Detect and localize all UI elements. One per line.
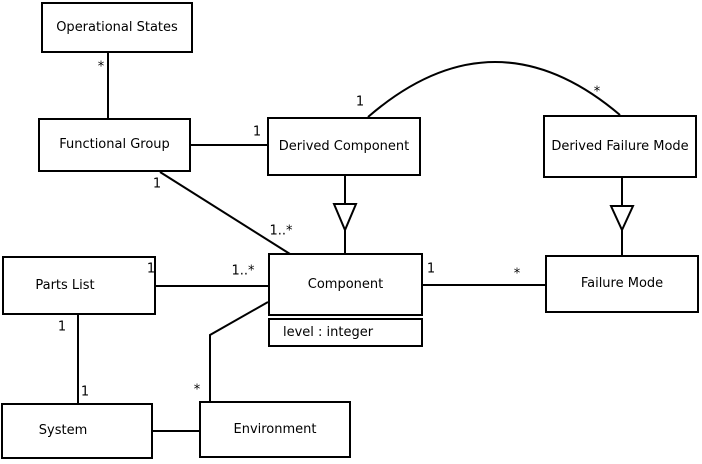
multiplicity-label-arc-derived-component-end: 1	[355, 94, 365, 110]
multiplicity-label-environment-top: *	[193, 382, 201, 398]
multiplicity-label-arc-derived-failure-mode-end: *	[593, 84, 601, 100]
class-box-system: System	[1, 403, 153, 459]
association-arc-derived-component-derived-failure-mode	[367, 61, 621, 118]
multiplicity-label-parts-list-bottom: 1	[57, 319, 67, 335]
association-line-functional-group-component	[159, 171, 291, 255]
multiplicity-label-derived-component-left: 1	[252, 124, 262, 140]
multiplicity-label-component-left: 1..*	[231, 263, 255, 279]
class-name: Parts List	[35, 277, 95, 293]
class-name: Derived Failure Mode	[551, 138, 689, 154]
multiplicity-label-functional-group-bottom: 1	[152, 176, 162, 192]
class-box-component: Component	[268, 253, 423, 316]
multiplicity-label-failure-mode-left: *	[513, 266, 521, 282]
class-box-component-attributes: level : integer	[268, 318, 423, 347]
class-name: Component	[307, 276, 384, 292]
class-name: Environment	[233, 421, 317, 437]
class-box-environment: Environment	[199, 401, 351, 458]
multiplicity-label-component-top-left: 1..*	[269, 223, 293, 239]
multiplicity-label-operational-states: *	[97, 59, 105, 75]
class-attribute: level : integer	[283, 324, 374, 340]
multiplicity-label-parts-list-right: 1	[146, 261, 156, 277]
class-box-functional-group: Functional Group	[38, 118, 191, 172]
class-box-derived-failure-mode: Derived Failure Mode	[543, 115, 697, 178]
class-box-failure-mode: Failure Mode	[545, 255, 699, 313]
generalization-triangle-icon	[609, 205, 635, 233]
class-box-operational-states: Operational States	[41, 2, 193, 53]
class-name: Operational States	[56, 19, 178, 35]
class-name: Derived Component	[278, 138, 410, 154]
class-box-derived-component: Derived Component	[267, 117, 421, 176]
multiplicity-label-system-top: 1	[80, 384, 90, 400]
class-name: Failure Mode	[580, 276, 664, 292]
class-name: Functional Group	[59, 137, 170, 153]
multiplicity-label-component-right: 1	[426, 261, 436, 277]
association-line-component-environment	[209, 301, 269, 401]
generalization-triangle-icon	[332, 203, 358, 233]
class-name: System	[38, 423, 88, 439]
class-box-parts-list: Parts List	[2, 256, 156, 315]
